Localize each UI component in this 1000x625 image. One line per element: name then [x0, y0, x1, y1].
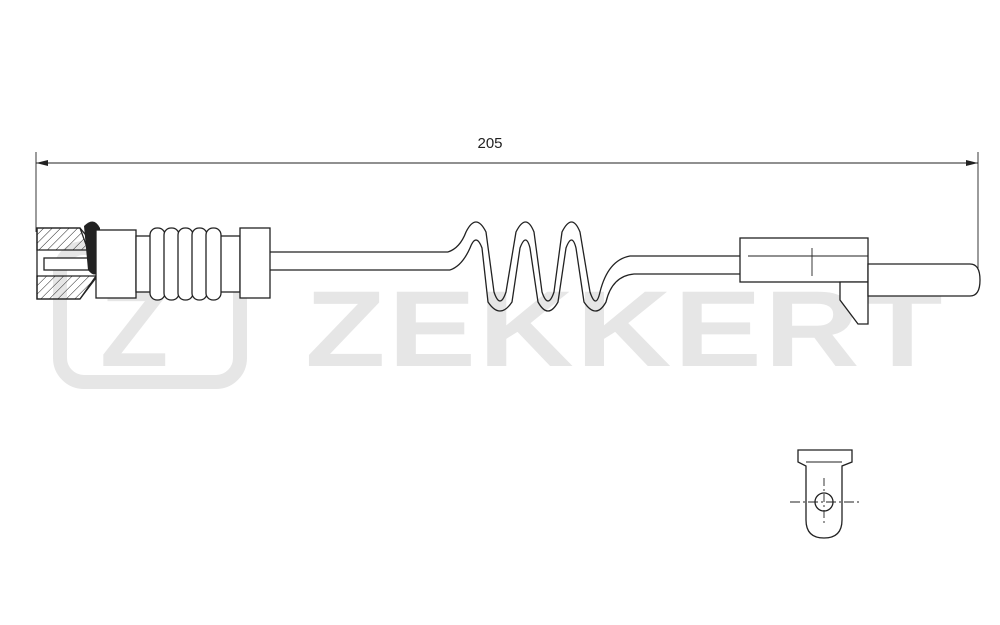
watermark-brand-text: ZEKKERT [305, 268, 945, 389]
connector-pin [867, 263, 981, 297]
sensor-tip-hatched-lower [36, 275, 98, 300]
overall-dimension: 205 [35, 135, 979, 282]
sensor-head [36, 221, 271, 301]
watermark: Z ZEKKERT [53, 241, 945, 390]
boot-rib-1 [149, 227, 166, 301]
sensor-body [95, 229, 137, 299]
dimension-arrow-right [966, 160, 978, 166]
boot-rib-3 [177, 227, 194, 301]
connector [739, 237, 981, 325]
boot-rib-4 [191, 227, 208, 301]
boot-rib-2 [163, 227, 180, 301]
connector-housing [739, 237, 869, 283]
sensor-tip-outline [36, 227, 109, 300]
dimension-arrow-left [36, 160, 48, 166]
sensor-tip-hatched-upper [36, 227, 89, 251]
dimension-label: 205 [477, 135, 502, 152]
connector-side-view [790, 449, 860, 539]
connector-latch [839, 281, 869, 325]
cable [270, 221, 740, 312]
cable-coil [447, 221, 740, 302]
cable-coil-inner [449, 239, 740, 312]
boot-rib-5 [205, 227, 222, 301]
sensor-collar [239, 227, 271, 299]
